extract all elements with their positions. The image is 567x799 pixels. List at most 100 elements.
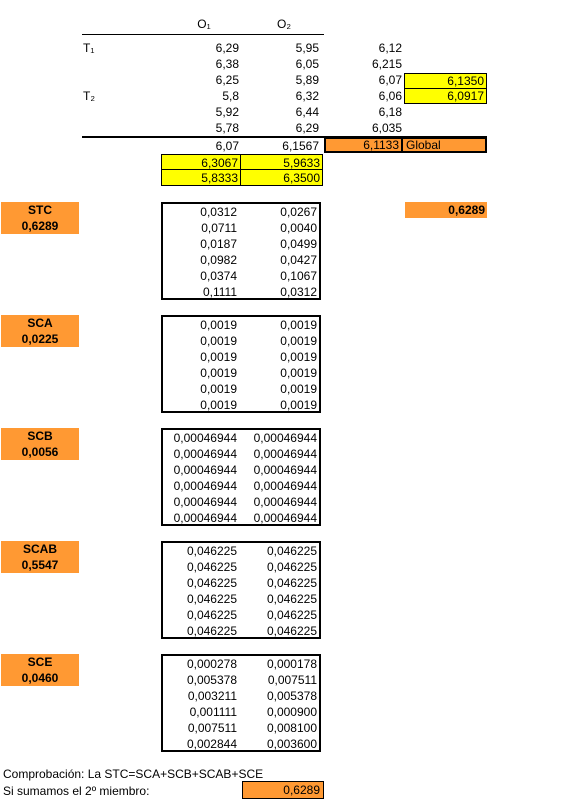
table-cell-o1: 0,00046944	[173, 479, 237, 493]
table-cell-o1: 0,0374	[200, 269, 237, 283]
row-mean-value: 6,18	[378, 105, 402, 119]
row-label-t2: T₂	[83, 89, 95, 103]
section-name: SCB	[27, 429, 53, 443]
raw-value-o2: 5,89	[295, 73, 319, 87]
table-cell-o1: 0,0019	[200, 334, 237, 348]
table-row: 0,00046944 0,00046944	[163, 430, 319, 446]
row-mean-value: 6,12	[378, 41, 402, 55]
table-cell-o2: 0,0040	[280, 221, 317, 235]
table-cell-o1: 0,046225	[186, 624, 237, 638]
raw-value-o2: 5,95	[295, 41, 319, 55]
table-row: 0,000278 0,000178	[163, 656, 319, 672]
raw-value-o2: 6,05	[295, 57, 319, 71]
table-row: 0,002844 0,003600	[163, 736, 319, 752]
table-cell-o2: 0,0312	[280, 285, 317, 299]
table-cell-o1: 0,1111	[202, 285, 237, 299]
cell-means-box	[161, 154, 323, 186]
section-label-scb: SCB 0,0056	[1, 428, 79, 460]
section-label-sce: SCE 0,0460	[1, 654, 79, 686]
totals-separator	[82, 136, 487, 138]
table-cell-o2: 0,0019	[280, 366, 317, 380]
table-cell-o2: 0,0019	[280, 382, 317, 396]
sum-value: 0,6289	[242, 781, 324, 799]
table-cell-o2: 0,0019	[280, 398, 317, 412]
table-row: 0,00046944 0,00046944	[163, 478, 319, 494]
section-value: 0,0460	[21, 671, 59, 685]
raw-value-o2: 6,44	[295, 105, 319, 119]
table-cell-o2: 0,046225	[266, 576, 317, 590]
raw-value-o1: 6,29	[215, 41, 239, 55]
table-row: 0,046225 0,046225	[163, 575, 319, 591]
table-cell-o1: 0,046225	[186, 608, 237, 622]
table-cell-o2: 0,0499	[280, 237, 317, 251]
table-cell-o1: 0,0019	[200, 350, 237, 364]
global-label: Global	[403, 137, 487, 153]
section-value: 0,0056	[21, 445, 59, 459]
section-label-scab: SCAB 0,5547	[1, 541, 79, 573]
table-cell-o1: 0,003211	[187, 689, 237, 703]
table-cell-o1: 0,005378	[186, 673, 237, 687]
cell-mean-t1-o2: 5,9633	[241, 155, 322, 170]
table-row: 0,0019 0,0019	[163, 365, 319, 381]
table-cell-o2: 0,00046944	[253, 463, 317, 477]
table-row: 0,0019 0,0019	[163, 397, 319, 413]
table-cell-o1: 0,00046944	[173, 447, 237, 461]
table-cell-o1: 0,0019	[200, 398, 237, 412]
table-cell-o1: 0,002844	[186, 737, 237, 751]
section-table-scab: 0,046225 0,046225 0,046225 0,046225 0,046225…	[161, 541, 321, 639]
row-mean-value: 6,07	[378, 73, 402, 87]
table-cell-o2: 0,046225	[266, 624, 317, 638]
table-row: 0,0019 0,0019	[163, 381, 319, 397]
table-cell-o2: 0,00046944	[253, 447, 317, 461]
row-mean-value: 6,215	[371, 57, 402, 71]
section-value: 0,0225	[21, 332, 59, 346]
table-cell-o1: 0,00046944	[173, 511, 237, 525]
table-row: 0,1111 0,0312	[163, 284, 319, 300]
section-table-sca: 0,0019 0,0019 0,0019 0,0019 0,0019 0,0019 0,00…	[161, 315, 321, 413]
table-cell-o1: 0,0019	[200, 382, 237, 396]
cell-mean-t2-o2: 6,3500	[241, 170, 322, 185]
table-cell-o2: 0,0019	[280, 334, 317, 348]
table-cell-o1: 0,0982	[200, 253, 237, 267]
section-name: STC	[28, 203, 52, 217]
table-cell-o2: 0,0019	[280, 350, 317, 364]
row-mean-value: 6,06	[378, 89, 402, 103]
section-name: SCAB	[22, 542, 57, 556]
table-cell-o1: 0,0312	[200, 205, 237, 219]
table-cell-o1: 0,00046944	[173, 463, 237, 477]
table-cell-o1: 0,00046944	[173, 431, 237, 445]
table-cell-o2: 0,0019	[280, 318, 317, 332]
table-cell-o2: 0,008100	[266, 721, 317, 735]
table-cell-o2: 0,000178	[266, 657, 317, 671]
table-cell-o2: 0,00046944	[253, 479, 317, 493]
section-value: 0,5547	[21, 558, 59, 572]
table-cell-o2: 0,00046944	[253, 431, 317, 445]
treatment-mean-value: 6,1350	[404, 73, 487, 89]
table-cell-o2: 0,003600	[266, 737, 317, 751]
table-cell-o2: 0,046225	[266, 544, 317, 558]
raw-value-o1: 5,78	[215, 121, 239, 135]
table-cell-o1: 0,046225	[186, 576, 237, 590]
cell-mean-t1-o1: 6,3067	[162, 155, 241, 170]
column-header-o1: O₁	[197, 17, 211, 31]
raw-value-o1: 6,38	[215, 57, 239, 71]
table-cell-o1: 0,000278	[186, 657, 237, 671]
section-name: SCE	[27, 655, 53, 669]
table-cell-o1: 0,001111	[189, 705, 237, 719]
table-cell-o1: 0,0019	[200, 366, 237, 380]
table-cell-o2: 0,000900	[266, 705, 317, 719]
sum-prompt-text: Si sumamos el 2º miembro:	[3, 784, 150, 798]
table-row: 0,001111 0,000900	[163, 704, 319, 720]
